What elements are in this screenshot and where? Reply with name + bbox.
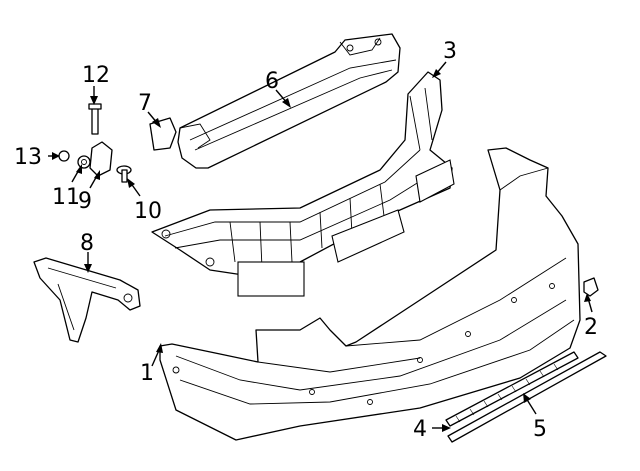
callout-3: 3 <box>443 39 457 64</box>
clip <box>583 277 599 297</box>
gasket-pad <box>149 117 177 151</box>
callout-7: 7 <box>138 91 152 116</box>
mounting-bracket <box>77 141 113 177</box>
callout-5: 5 <box>533 417 547 442</box>
callout-2: 2 <box>584 315 598 340</box>
bolt <box>88 103 102 135</box>
reinforcement-bar <box>177 33 401 169</box>
callout-8: 8 <box>80 231 94 256</box>
bumper-cover <box>159 147 581 441</box>
impact-absorber <box>151 71 455 297</box>
leader-lines <box>48 61 593 432</box>
callout-6: 6 <box>265 69 279 94</box>
screw <box>116 165 132 183</box>
callout-12: 12 <box>82 63 110 88</box>
callout-4: 4 <box>413 417 427 442</box>
callout-9: 9 <box>78 189 92 214</box>
callout-10: 10 <box>134 199 162 224</box>
lower-trim-strip <box>445 351 579 427</box>
callout-11: 11 <box>52 185 80 210</box>
side-bracket <box>33 257 141 343</box>
callout-1: 1 <box>140 361 154 386</box>
callout-13: 13 <box>14 145 42 170</box>
nut <box>58 150 70 162</box>
